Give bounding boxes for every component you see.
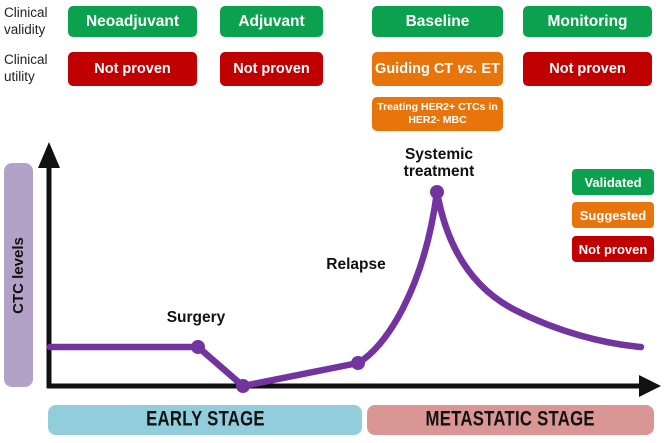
metastatic-stage-bar: METASTATIC STAGE: [367, 405, 654, 435]
utility-box-adjuvant-label: Not proven: [233, 61, 310, 77]
y-axis-arrowhead-icon: [38, 142, 60, 168]
validity-box-adjuvant-label: Adjuvant: [238, 12, 305, 30]
utility-box-baseline: Guiding CT vs. ET: [372, 52, 503, 86]
metastatic-stage-label: METASTATIC STAGE: [425, 407, 596, 432]
validity-box-monitoring: Monitoring: [523, 6, 652, 37]
validity-box-neoadjuvant: Neoadjuvant: [68, 6, 197, 37]
legend-item-not-proven: Not proven: [572, 236, 654, 262]
clinical-validity-row-label: Clinical validity: [4, 5, 48, 37]
ctc-level-curve: [46, 188, 645, 390]
validity-box-baseline: Baseline: [372, 6, 503, 37]
x-axis-arrowhead-icon: [639, 375, 661, 397]
legend-item-validated-label: Validated: [584, 174, 642, 190]
validity-box-monitoring-label: Monitoring: [547, 12, 628, 30]
annotation-surgery: Surgery: [166, 309, 226, 326]
marker-post-surgery-nadir: [236, 379, 250, 393]
legend-item-not-proven-label: Not proven: [578, 241, 648, 257]
utility-box-baseline-extra-label: Treating HER2+ CTCs in HER2- MBC: [377, 100, 498, 126]
utility-box-baseline-extra: Treating HER2+ CTCs in HER2- MBC: [372, 97, 503, 131]
marker-treatment-peak: [430, 185, 444, 199]
legend-item-validated: Validated: [572, 169, 654, 195]
utility-box-neoadjuvant: Not proven: [68, 52, 197, 86]
utility-box-neoadjuvant-label: Not proven: [94, 61, 171, 77]
marker-surgery: [191, 340, 205, 354]
marker-relapse: [351, 356, 365, 370]
validity-box-neoadjuvant-label: Neoadjuvant: [85, 12, 179, 30]
validity-box-adjuvant: Adjuvant: [220, 6, 323, 37]
utility-box-adjuvant: Not proven: [220, 52, 323, 86]
early-stage-bar: EARLY STAGE: [48, 405, 362, 435]
utility-box-baseline-label: Guiding CT vs. ET: [375, 61, 500, 77]
legend-item-suggested-label: Suggested: [579, 207, 647, 223]
utility-box-monitoring-label: Not proven: [549, 61, 626, 77]
clinical-utility-row-label: Clinical utility: [4, 52, 48, 84]
y-axis-label: CTC levels: [10, 236, 28, 314]
early-stage-label: EARLY STAGE: [145, 407, 265, 432]
annotation-relapse: Relapse: [326, 256, 386, 273]
legend-item-suggested: Suggested: [572, 202, 654, 228]
annotation-systemic-treatment: Systemic treatment: [403, 146, 475, 180]
utility-box-monitoring: Not proven: [523, 52, 652, 86]
validity-box-baseline-label: Baseline: [405, 12, 470, 30]
y-axis-label-bar: CTC levels: [4, 163, 33, 387]
